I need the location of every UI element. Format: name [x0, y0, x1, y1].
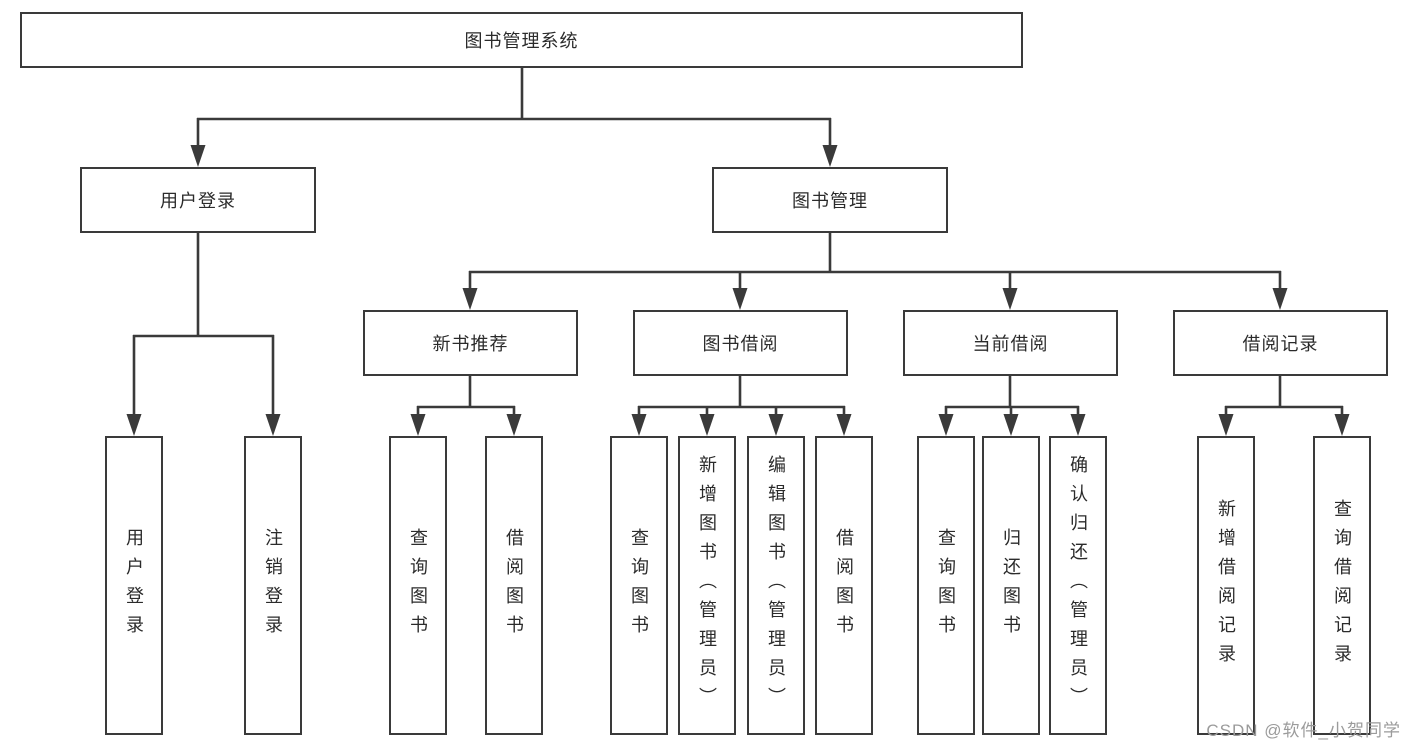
node-user-login: 用户登录 — [80, 167, 316, 233]
connector-user-login-branch — [126, 232, 281, 436]
node-label: 新增借阅记录 — [1216, 498, 1236, 673]
node-query-books-borrowing: 查询图书 — [610, 436, 668, 735]
connector-book-management-branch — [462, 232, 1288, 310]
node-query-borrow-record: 查询借阅记录 — [1313, 436, 1371, 735]
node-book-borrowing: 图书借阅 — [633, 310, 848, 376]
node-current-borrowing: 当前借阅 — [903, 310, 1118, 376]
node-label: 用户登录 — [124, 527, 144, 644]
node-label: 查询图书 — [629, 527, 649, 644]
node-label: 查询图书 — [408, 527, 428, 644]
node-label: 用户登录 — [160, 191, 236, 211]
csdn-watermark: CSDN @软件_小贺同学 — [1206, 721, 1401, 740]
node-confirm-return-admin: 确认归还（管理员） — [1049, 436, 1107, 735]
node-label: 编辑图书（管理员） — [766, 455, 786, 716]
node-label: 确认归还（管理员） — [1068, 455, 1088, 716]
node-label: 图书管理 — [792, 191, 868, 211]
node-label: 归还图书 — [1001, 527, 1021, 644]
connector-borrowing-records-branch — [1218, 375, 1350, 436]
node-borrow-books-recommend: 借阅图书 — [485, 436, 543, 735]
node-user-login-action: 用户登录 — [105, 436, 163, 735]
node-borrow-books-borrowing: 借阅图书 — [815, 436, 873, 735]
node-new-book-recommend: 新书推荐 — [363, 310, 578, 376]
node-label: 借阅记录 — [1242, 334, 1319, 354]
connector-root-to-level2 — [190, 68, 838, 167]
connector-new-book-recommend-branch — [410, 375, 522, 436]
node-label: 图书借阅 — [702, 334, 779, 354]
node-label: 新书推荐 — [432, 334, 509, 354]
node-label: 注销登录 — [263, 527, 283, 644]
node-label: 借阅图书 — [834, 527, 854, 644]
node-add-borrow-record: 新增借阅记录 — [1197, 436, 1255, 735]
node-edit-books-admin: 编辑图书（管理员） — [747, 436, 805, 735]
node-query-books-recommend: 查询图书 — [389, 436, 447, 735]
node-logout-action: 注销登录 — [244, 436, 302, 735]
node-label: 新增图书（管理员） — [697, 455, 717, 716]
connector-book-borrowing-branch — [631, 375, 852, 436]
connector-current-borrowing-branch — [938, 375, 1086, 436]
node-add-books-admin: 新增图书（管理员） — [678, 436, 736, 735]
node-return-books: 归还图书 — [982, 436, 1040, 735]
node-label: 借阅图书 — [504, 527, 524, 644]
node-label: 当前借阅 — [972, 334, 1049, 354]
node-label: 查询图书 — [936, 527, 956, 644]
node-borrowing-records: 借阅记录 — [1173, 310, 1388, 376]
node-book-management: 图书管理 — [712, 167, 948, 233]
node-label: 查询借阅记录 — [1332, 498, 1352, 673]
node-label: 图书管理系统 — [464, 31, 579, 51]
node-query-books-current: 查询图书 — [917, 436, 975, 735]
node-library-system: 图书管理系统 — [20, 12, 1023, 68]
